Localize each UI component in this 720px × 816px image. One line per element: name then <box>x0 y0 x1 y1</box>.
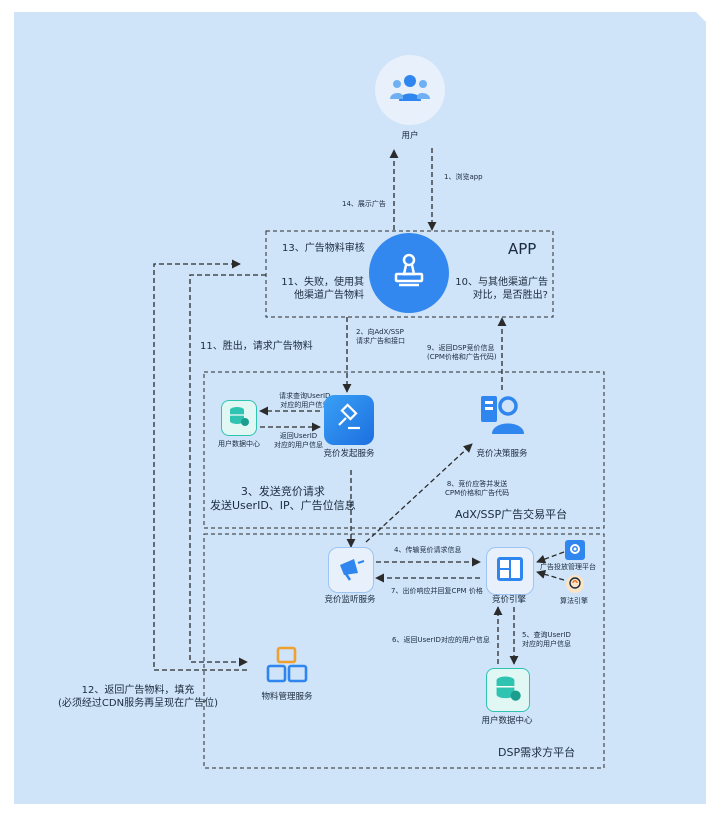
display-label: 14、展示广告 <box>342 200 386 208</box>
return-dsp-line1: 9、返回DSP竞价信息 <box>427 344 495 352</box>
dsp-title: DSP需求方平台 <box>498 746 576 759</box>
return-user-6-label: 6、返回UserID对应的用户信息 <box>392 636 490 644</box>
app-compare-line1: 10、与其他渠道广告 <box>455 277 548 288</box>
arrow-ad-mgmt <box>536 551 565 564</box>
request-line1: 2、向AdX/SSP <box>356 328 404 336</box>
bid-reply-line1: 8、竞价应答并发送 <box>446 480 508 488</box>
adx-user-data-label: 用户数据中心 <box>218 440 260 448</box>
return-user-line1: 返回UserID <box>279 432 318 440</box>
user-avatar <box>375 55 445 125</box>
megaphone-icon <box>336 553 366 587</box>
bid-reply-label: 8、竞价应答并发送 CPM价格和广告代码 <box>445 480 509 498</box>
diagram-canvas: 用户 1、浏览app 14、展示广告 APP 13、广告物料审核 11、失败，使… <box>14 12 706 804</box>
bid-listen-label: 竞价监听服务 <box>324 595 376 605</box>
query-5-label: 5、查询UserID 对应的用户信息 <box>522 631 571 649</box>
request-label: 2、向AdX/SSP 请求广告和接口 <box>356 328 405 346</box>
adx-region-box <box>203 371 605 529</box>
respond-label: 7、出价响应并回复CPM 价格 <box>391 587 483 595</box>
bid-decision-icon <box>476 392 526 442</box>
query-5-line2: 对应的用户信息 <box>522 640 571 649</box>
gear-icon <box>568 541 582 560</box>
return-material-label: 12、返回广告物料，填充 (必须经过CDN服务再呈现在广告位) <box>30 684 246 710</box>
ad-mgmt-label: 广告投放管理平台 <box>540 563 596 571</box>
app-fail-line2: 他渠道广告物料 <box>294 290 364 301</box>
send-bid-line2: 发送UserID、IP、广告位信息 <box>210 499 356 513</box>
query-user-line1: 请求查询UserID <box>279 392 331 400</box>
adx-user-data-icon <box>221 400 257 436</box>
bid-decision-label: 竞价决策服务 <box>476 449 528 459</box>
dsp-user-data-icon <box>486 668 530 712</box>
boxes-icon <box>265 646 309 690</box>
database-wrench-icon <box>228 405 250 431</box>
request-line2: 请求广告和接口 <box>356 337 405 346</box>
stamp-icon <box>389 251 429 295</box>
return-dsp-label: 9、返回DSP竞价信息 (CPM价格和广告代码) <box>427 344 497 362</box>
users-icon <box>390 73 430 107</box>
bid-engine-label: 竞价引擎 <box>491 595 527 605</box>
arrow-algo <box>536 569 565 581</box>
database-wrench-icon <box>494 674 522 706</box>
app-icon <box>369 233 449 313</box>
adx-title: AdX/SSP广告交易平台 <box>455 508 568 521</box>
app-compare-label: 10、与其他渠道广告 对比，是否胜出? <box>446 276 548 302</box>
app-fail-label: 11、失败，使用其 他渠道广告物料 <box>276 276 364 302</box>
bid-reply-line2: CPM价格和广告代码 <box>445 489 510 498</box>
bid-initiate-label: 竞价发起服务 <box>323 449 375 459</box>
bid-listen-icon <box>328 547 374 593</box>
send-bid-line1: 3、发送竞价请求 <box>240 485 325 498</box>
browse-label: 1、浏览app <box>444 173 483 181</box>
query-user-label: 请求查询UserID 对应的用户信息 <box>279 392 330 410</box>
page-corner-fold <box>696 12 706 22</box>
win-request-label: 11、胜出，请求广告物料 <box>200 341 313 352</box>
arrow-return-material <box>153 259 247 671</box>
brain-head-icon <box>568 575 582 594</box>
return-material-line2: (必须经过CDN服务再呈现在广告位) <box>58 698 218 709</box>
app-region-box <box>265 230 554 318</box>
query-5-line1: 5、查询UserID <box>522 631 571 639</box>
dsp-user-data-label: 用户数据中心 <box>481 716 533 726</box>
return-material-line1: 12、返回广告物料，填充 <box>81 685 195 696</box>
window-grid-icon <box>495 554 525 588</box>
send-bid-label: 3、发送竞价请求 发送UserID、IP、广告位信息 <box>210 485 356 514</box>
bid-initiate-icon <box>324 395 374 445</box>
arrow-bid-reply <box>365 443 473 543</box>
app-audit-label: 13、广告物料审核 <box>282 243 365 254</box>
user-label: 用户 <box>401 131 419 141</box>
bid-engine-icon <box>486 547 534 595</box>
gavel-icon <box>334 403 364 437</box>
diagram-connectors <box>153 148 605 769</box>
ad-mgmt-icon <box>565 540 585 560</box>
transmit-label: 4、传输竞价请求信息 <box>394 546 462 554</box>
return-user-label: 返回UserID 对应的用户信息 <box>274 432 323 450</box>
arrow-win-request <box>189 274 266 667</box>
return-dsp-line2: (CPM价格和广告代码) <box>427 353 497 362</box>
return-user-line2: 对应的用户信息 <box>274 441 323 450</box>
dsp-region-box <box>203 533 605 769</box>
id-card-icon <box>478 392 524 442</box>
algo-label: 算法引擎 <box>560 597 588 605</box>
algo-icon <box>566 575 584 593</box>
query-user-line2: 对应的用户信息 <box>280 401 330 410</box>
app-compare-line2: 对比，是否胜出? <box>472 290 548 301</box>
material-icon <box>265 646 309 690</box>
material-label: 物料管理服务 <box>261 692 313 702</box>
app-fail-line1: 11、失败，使用其 <box>281 277 364 288</box>
app-title: APP <box>508 240 537 258</box>
